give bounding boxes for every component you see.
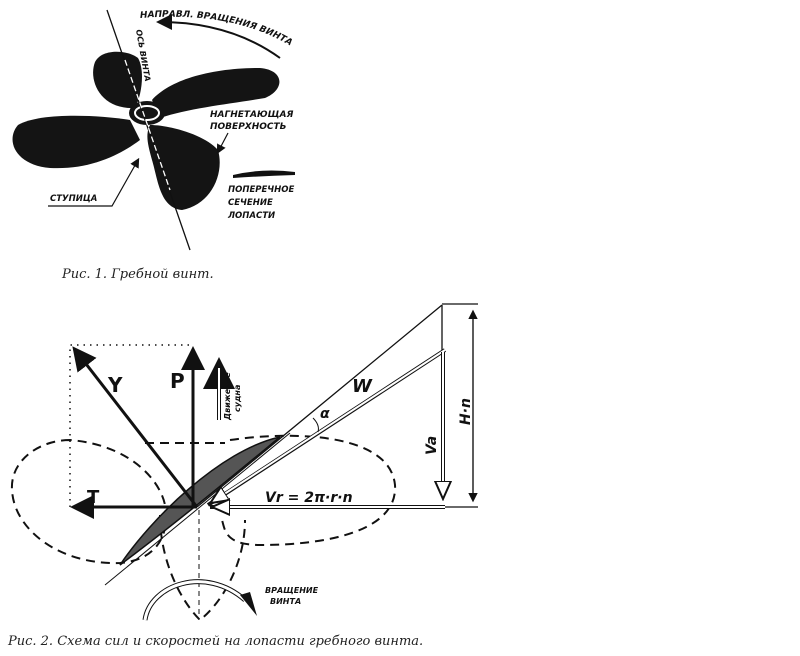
rotation-label: ВРАЩЕНИЕ: [265, 586, 319, 595]
axis-line-on-blade: [124, 59, 171, 191]
hub-outline: [134, 105, 160, 121]
blade-section-shape: [233, 170, 295, 178]
pressure-surface-pointer: [216, 132, 229, 155]
hub-pointer: [48, 157, 140, 207]
lower-blade-outline: [159, 514, 246, 622]
label-w: W: [352, 376, 373, 397]
label-t: T: [87, 487, 100, 508]
pressure-surface-label: НАГНЕТАЮЩАЯ: [210, 110, 293, 120]
ship-motion-label: Движение: [223, 372, 232, 421]
label-y: Y: [107, 373, 123, 397]
label-alpha: α: [320, 406, 330, 422]
section-label-2: СЕЧЕНИЕ: [228, 198, 273, 208]
label-vr: Vr = 2π·r·n: [265, 490, 353, 506]
propeller-figure: НАПРАВЛ. ВРАЩЕНИЯ ВИНТА ОСЬ ВИНТА НАГНЕТ…: [12, 9, 295, 282]
propeller-blades: [12, 51, 280, 210]
section-label-3: ЛОПАСТИ: [227, 211, 275, 221]
force-diagram: Y P T W α Va H·n Vr = 2π·r·n Движение су…: [7, 303, 478, 649]
pressure-surface-label-2: ПОВЕРХНОСТЬ: [210, 122, 287, 132]
y-vector: [72, 346, 199, 508]
right-blade-outline: [221, 434, 397, 547]
hub-label: СТУПИЦА: [50, 194, 97, 204]
blade-section: [119, 436, 281, 566]
w-vector-inner: [212, 349, 446, 502]
chord-line: [104, 432, 291, 586]
rotation-arrow-2-head: [240, 592, 257, 616]
rotation-arrow-2-inner: [143, 580, 246, 621]
alpha-arc: [312, 417, 319, 433]
left-blade-outline: [10, 438, 168, 565]
rotation-arrow: [156, 14, 281, 59]
figure1-caption: Рис. 1. Гребной винт.: [61, 267, 214, 282]
label-va: Va: [424, 436, 440, 455]
ship-motion-label-2: судна: [233, 385, 242, 412]
pitch-line: [196, 304, 443, 508]
label-p: P: [170, 369, 185, 393]
section-label: ПОПЕРЕЧНОЕ: [228, 185, 295, 195]
label-hn: H·n: [458, 398, 474, 425]
figure2-caption: Рис. 2. Схема сил и скоростей на лопасти…: [7, 634, 423, 649]
axis-line: [106, 9, 191, 251]
rotation-label-2: ВИНТА: [270, 597, 301, 606]
